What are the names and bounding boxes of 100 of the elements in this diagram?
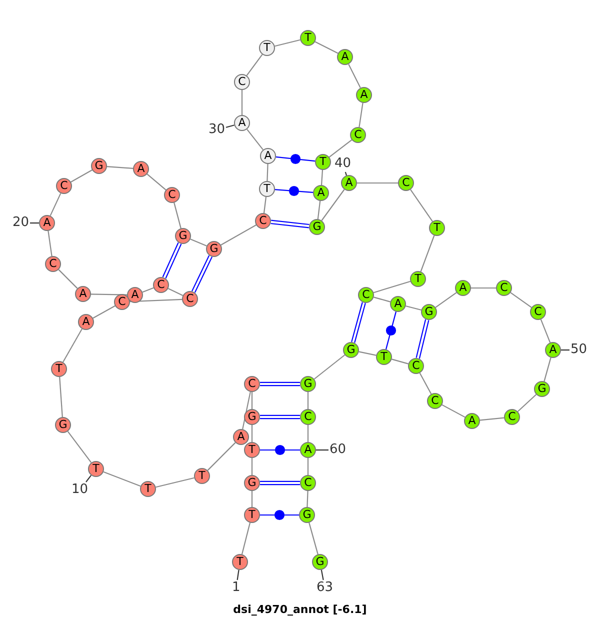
- backbone-line: [168, 288, 184, 296]
- nucleotide-circle: C: [164, 187, 180, 203]
- base-pair-line: [191, 254, 213, 294]
- backbone-line: [146, 174, 166, 190]
- base-pair-line: [259, 444, 301, 456]
- nucleotide-circle: A: [260, 148, 276, 164]
- nucleotide-circle: C: [358, 287, 374, 303]
- backbone-line: [373, 280, 411, 294]
- backbone-line: [358, 351, 376, 356]
- backbone-line: [220, 224, 256, 246]
- backbone-line: [420, 235, 435, 272]
- nucleotide-circle: C: [234, 74, 250, 90]
- nucleotide-circle: C: [182, 291, 198, 307]
- backbone-line: [307, 458, 309, 475]
- backbone-line: [442, 404, 466, 418]
- base-pair-line: [259, 382, 301, 386]
- backbone-line: [142, 287, 154, 293]
- backbone-line: [348, 64, 361, 88]
- nucleotide-circle: C: [114, 294, 130, 310]
- position-number: 40: [334, 157, 352, 171]
- backbone-line: [174, 202, 182, 228]
- backbone-line: [58, 269, 78, 289]
- nucleotide-circle: C: [300, 409, 316, 425]
- backbone-line: [91, 294, 127, 296]
- backbone-line: [92, 305, 116, 319]
- base-pair-line: [274, 186, 314, 196]
- base-pair-line: [416, 318, 430, 360]
- backbone-line: [190, 238, 207, 246]
- backbone-line: [50, 193, 62, 216]
- nucleotide-circle: C: [398, 175, 414, 191]
- nucleotide-circle: T: [51, 361, 67, 377]
- nucleotide-circle: T: [244, 442, 260, 458]
- nucleotide-circle: C: [300, 475, 316, 491]
- backbone-line: [241, 522, 251, 554]
- backbone-line: [314, 354, 346, 380]
- backbone-line: [307, 392, 309, 409]
- backbone-line: [263, 196, 267, 214]
- position-number: 63: [316, 581, 334, 595]
- nucleotide-circle: T: [259, 40, 275, 56]
- nucleotide-circle: C: [45, 256, 61, 272]
- backbone-line: [544, 358, 552, 382]
- base-pair-line: [259, 414, 301, 420]
- nucleotide-circle: T: [244, 507, 260, 523]
- leader-line: [236, 570, 240, 580]
- position-number: 30: [208, 123, 226, 137]
- nucleotide-circle: T: [410, 271, 426, 287]
- position-number: 10: [72, 483, 88, 497]
- nucleotide-circle: G: [91, 158, 107, 174]
- backbone-line: [103, 471, 141, 487]
- nucleotide-circle: G: [312, 554, 328, 570]
- backbone-line: [374, 296, 390, 302]
- leader-line: [561, 349, 570, 351]
- base-pair-line: [385, 311, 397, 350]
- position-number: 60: [330, 443, 346, 457]
- nucleotide-circle: C: [530, 304, 546, 320]
- nucleotide-circle: A: [75, 286, 91, 302]
- base-pair-line: [162, 242, 182, 279]
- nucleotide-circle: C: [244, 376, 260, 392]
- nucleotide-circle: A: [234, 115, 250, 131]
- nucleotide-circle: A: [545, 342, 561, 358]
- nucleotide-circle: A: [341, 175, 357, 191]
- base-pair-line: [275, 154, 316, 164]
- nucleotide-circle: G: [206, 241, 222, 257]
- backbone-line: [274, 39, 300, 47]
- nucleotide-circle: A: [337, 49, 353, 65]
- backbone-line: [251, 425, 253, 442]
- nucleotide-circle: C: [153, 277, 169, 293]
- nucleotide-circle: T: [300, 30, 316, 46]
- nucleotide-circle: A: [313, 185, 329, 201]
- nucleotide-circle: C: [350, 127, 366, 143]
- backbone-line: [241, 90, 243, 115]
- backbone-line: [246, 54, 263, 76]
- backbone-line: [480, 417, 504, 421]
- backbone-line: [328, 139, 352, 158]
- backbone-line: [435, 292, 457, 308]
- nucleotide-circle: G: [300, 376, 316, 392]
- nucleotide-circle: T: [315, 154, 331, 170]
- leader-line: [86, 474, 92, 482]
- backbone-line: [308, 522, 318, 554]
- backbone-line: [156, 477, 194, 488]
- nucleotide-circle: A: [356, 87, 372, 103]
- backbone-line: [67, 431, 92, 463]
- nucleotide-circle: G: [534, 381, 550, 397]
- leader-line: [226, 124, 234, 128]
- backbone-line: [251, 458, 253, 475]
- base-pair-line: [259, 510, 300, 520]
- leader-line: [320, 570, 324, 580]
- base-pair-line: [270, 220, 310, 228]
- backbone-line: [317, 200, 321, 220]
- backbone-line: [266, 164, 268, 182]
- backbone-line: [471, 287, 496, 289]
- backbone-line: [207, 442, 236, 471]
- nucleotide-circle: G: [343, 342, 359, 358]
- nucleotide-circle: T: [376, 349, 392, 365]
- nucleotide-circle: A: [390, 296, 406, 312]
- backbone-line: [517, 394, 537, 412]
- backbone-line: [358, 102, 364, 128]
- nucleotide-circle: A: [78, 314, 94, 330]
- nucleotide-circle: C: [427, 393, 443, 409]
- nucleotide-circle: A: [300, 442, 316, 458]
